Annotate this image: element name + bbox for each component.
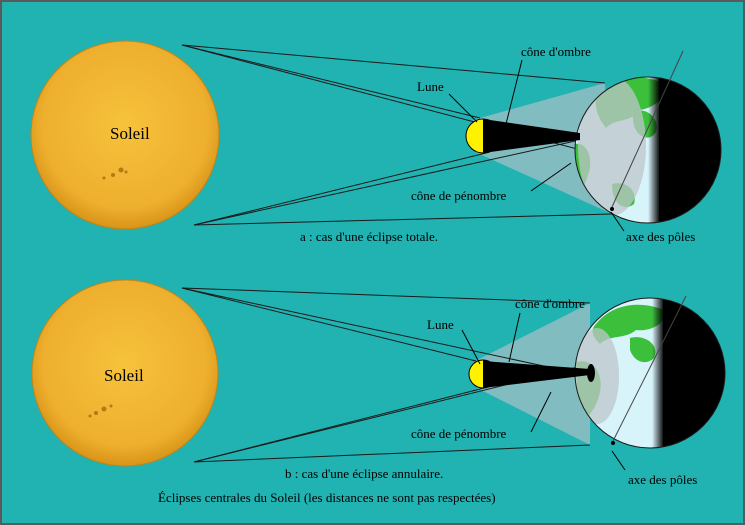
umbra-leader-a xyxy=(504,59,523,129)
moon-leader-a xyxy=(448,93,478,123)
umbra-cone-b xyxy=(483,361,590,388)
axis-leader-a xyxy=(610,211,625,232)
umbra-label-a: cône d'ombre xyxy=(521,44,591,59)
umbra-cone-a xyxy=(483,119,580,153)
axis-leader-b xyxy=(611,450,626,471)
earth-a xyxy=(575,77,721,223)
sunspots-b xyxy=(88,404,113,418)
panel-b-annular-eclipse: Soleil Lune cône xyxy=(31,279,726,487)
sun-b xyxy=(31,279,219,467)
umbra-leader-b xyxy=(508,312,521,363)
footer-caption: Éclipses centrales du Soleil (les distan… xyxy=(158,490,496,505)
moon-label-b: Lune xyxy=(427,317,454,332)
penumbra-leader-b xyxy=(530,391,552,433)
umbra-label-b: cône d'ombre xyxy=(515,296,585,311)
pole-axis-a xyxy=(611,50,684,208)
earth-penumbra-a xyxy=(578,77,646,216)
pole-dot-b xyxy=(611,441,615,445)
caption-a: a : cas d'une éclipse totale. xyxy=(300,229,438,244)
moon-a xyxy=(465,118,501,154)
sun-label-a: Soleil xyxy=(110,124,150,143)
penumbra-leader-a xyxy=(530,162,572,192)
moon-label-a: Lune xyxy=(417,79,444,94)
sun-rays-b xyxy=(181,287,591,463)
penumbra-label-b: cône de pénombre xyxy=(411,426,507,441)
sunspots-a xyxy=(102,167,128,180)
caption-b: b : cas d'une éclipse annulaire. xyxy=(285,466,443,481)
antumbra-spot-b xyxy=(587,364,595,382)
sun-a xyxy=(30,40,220,230)
pole-dot-a xyxy=(610,207,614,211)
penumbra-label-a: cône de pénombre xyxy=(411,188,507,203)
axis-label-a: axe des pôles xyxy=(626,229,695,244)
sun-rays-a xyxy=(181,44,613,226)
moon-leader-b xyxy=(461,329,481,365)
earth-penumbra-b xyxy=(575,328,619,424)
axis-label-b: axe des pôles xyxy=(628,472,697,487)
panel-a-total-eclipse: Soleil xyxy=(30,40,722,244)
pole-axis-b xyxy=(612,295,687,442)
moon-b xyxy=(468,359,498,389)
sun-label-b: Soleil xyxy=(104,366,144,385)
